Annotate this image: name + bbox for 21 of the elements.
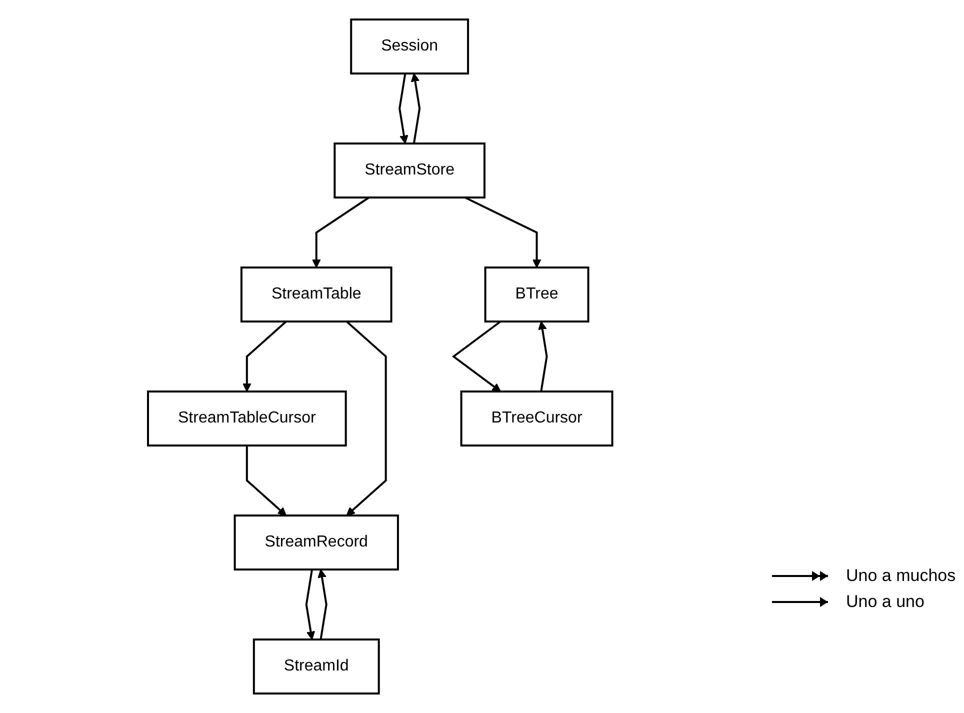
node-box: StreamStore <box>334 142 486 198</box>
node-box: StreamTableCursor <box>146 390 347 446</box>
legend-text: Uno a uno <box>846 592 924 612</box>
node-box: StreamTable <box>240 266 392 322</box>
arrow <box>464 196 542 268</box>
node-box: BTreeCursor <box>460 390 614 446</box>
arrow <box>398 73 408 144</box>
arrow <box>312 196 370 268</box>
node-box: StreamId <box>252 638 380 694</box>
arrow <box>246 446 286 516</box>
node-box: BTree <box>484 266 590 322</box>
arrow <box>242 320 287 392</box>
arrow <box>410 73 420 144</box>
arrow <box>305 569 315 640</box>
arrow <box>538 321 548 392</box>
node-box: Session <box>350 18 469 74</box>
arrow <box>452 320 501 392</box>
legend-text: Uno a muchos <box>846 566 956 586</box>
node-box: StreamRecord <box>234 514 399 570</box>
arrow <box>318 569 328 640</box>
arrow <box>346 320 387 516</box>
